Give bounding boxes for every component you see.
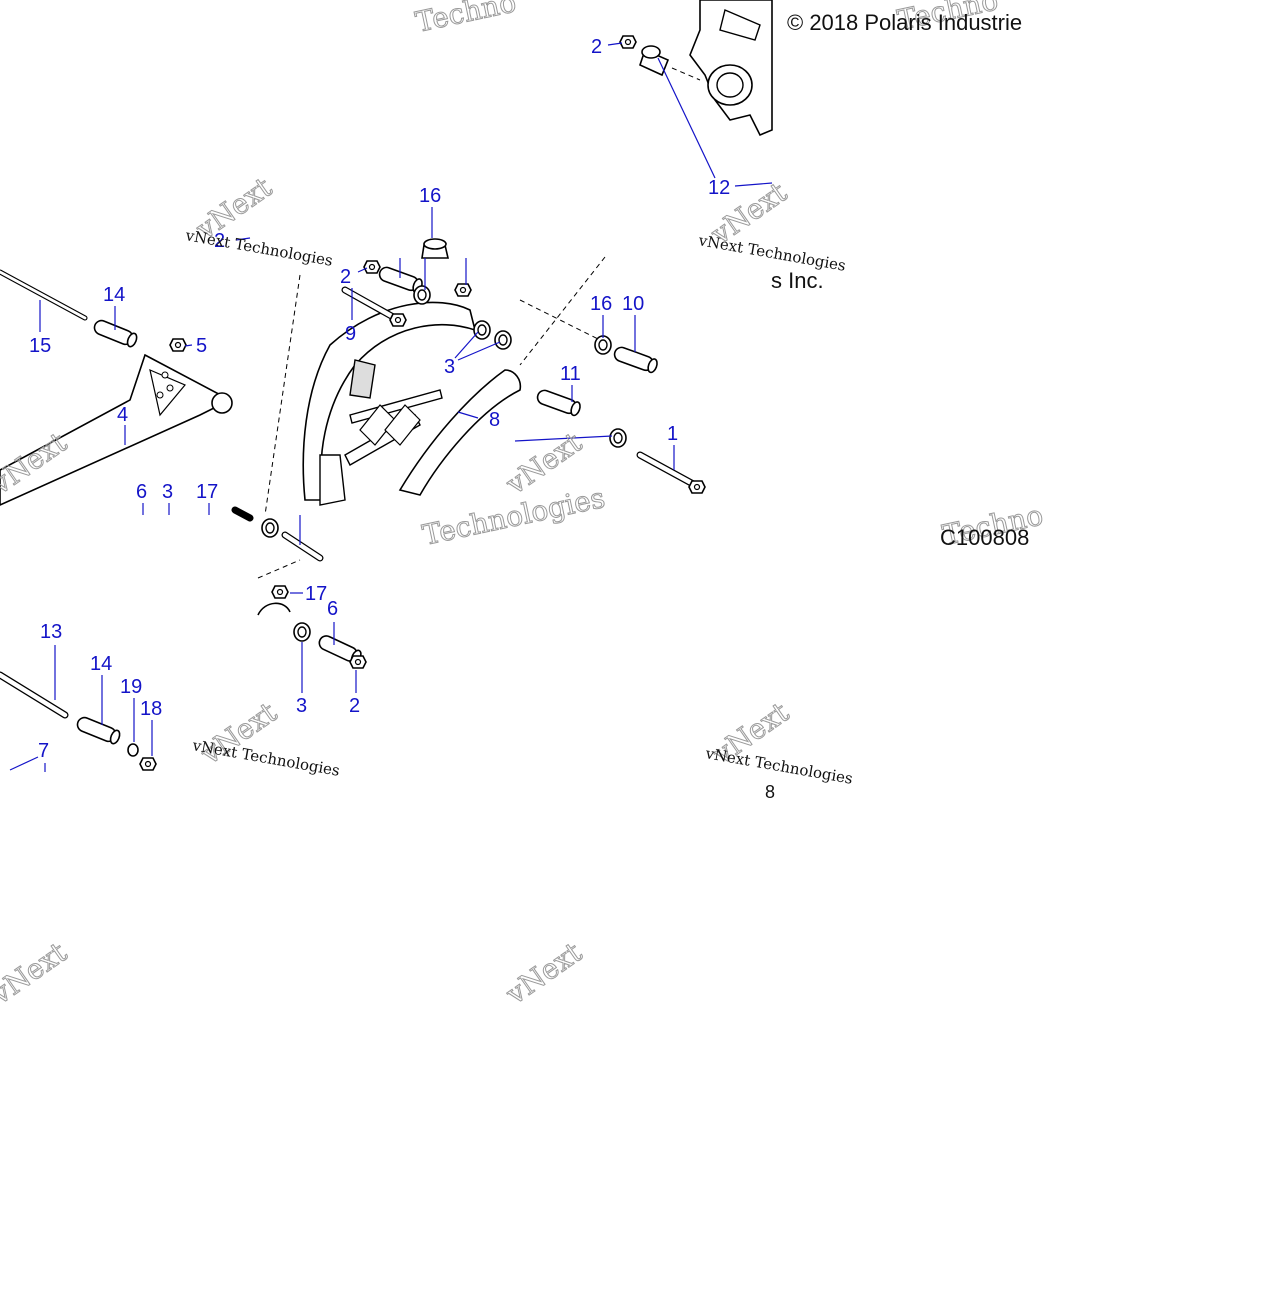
callout-17: 17 [305,583,327,605]
callout-11: 11 [560,363,581,385]
watermarks: Techno Techno vNext vNext Technologies v… [0,0,1046,1012]
part-16-bushing-right [594,335,612,355]
callout-3: 3 [162,481,173,503]
part-2-nut-top [619,35,637,49]
part-10-sleeve [611,344,660,375]
callout-13: 13 [40,621,62,643]
part-bushing-right [609,428,627,448]
part-4-arm [0,353,233,506]
copyright-text-continued: s Inc. [771,268,824,293]
watermark-vnext: vNext [0,935,73,1011]
callout-12: 12 [708,177,730,199]
callout-17: 17 [196,481,218,503]
callout-labels: 2 12 16 2 2 9 3 8 16 10 11 1 14 15 5 4 6… [29,36,730,762]
callout-18: 18 [140,698,162,720]
part-17-nut-bottom [271,585,289,599]
part-18-nut [139,757,157,771]
callout-14: 14 [90,653,112,675]
part-small-nut-mid [454,283,472,297]
part-11-sleeve [534,387,583,418]
part-1-bolt [636,451,706,494]
callout-7: 7 [38,740,49,762]
callout-2: 2 [340,266,351,288]
part-12-bushing-top [639,45,670,77]
part-19-washer [127,743,139,757]
callout-4: 4 [117,404,128,426]
part-14-sleeve-lower [74,714,123,746]
part-sleeve-lower-left [231,506,324,562]
diagram-part-number: C100808 [940,525,1030,550]
callout-2: 2 [349,695,360,717]
callout-8: 8 [489,409,500,431]
callout-15: 15 [29,335,51,357]
callout-10: 10 [622,293,644,315]
callout-6: 6 [327,598,338,620]
callout-2: 2 [214,230,225,252]
callout-3: 3 [296,695,307,717]
diagram-part-number-fragment: 8 [765,782,776,802]
part-5-nut [169,338,187,352]
copyright-text: © 2018 Polaris Industrie [787,10,1023,35]
callout-5: 5 [196,335,207,357]
part-bushing-mid [413,285,431,305]
callout-9: 9 [345,323,356,345]
part-13-rod [0,671,69,719]
callout-3: 3 [444,356,455,378]
part-9-bolt [341,286,407,327]
part-3-bushing-bottom [293,622,311,642]
callout-2: 2 [591,36,602,58]
watermark-techno: Techno [413,0,519,39]
watermark-vnext: vNext [499,935,588,1011]
leader-lines [9,42,773,772]
callout-1: 1 [667,423,678,445]
callout-16: 16 [590,293,612,315]
callout-16: 16 [419,185,441,207]
callout-14: 14 [103,284,125,306]
part-16-bushing-upper [421,238,450,259]
watermark-text: vNext Technologies [183,226,334,270]
part-2-nut-bottom [349,655,367,669]
knuckle-assembly [689,0,773,137]
callout-6: 6 [136,481,147,503]
part-2-nut-mid [363,260,381,274]
callout-19: 19 [120,676,142,698]
part-15-rod [0,269,88,321]
lower-control-arm [302,301,522,506]
